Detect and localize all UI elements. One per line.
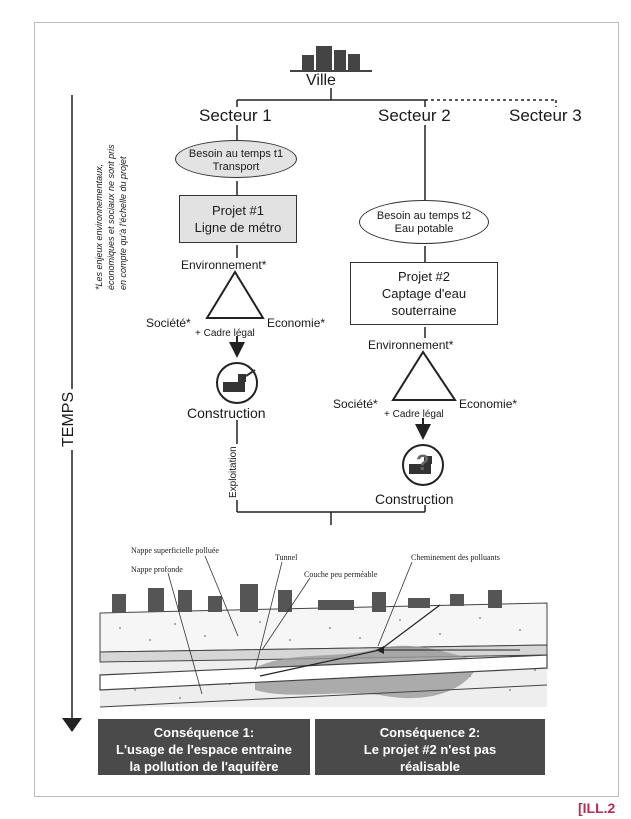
- label-pollutant-path: Cheminement des polluants: [411, 553, 500, 562]
- excavator-icon-2: ?: [402, 444, 444, 486]
- s1-triangle: [205, 270, 265, 319]
- s1-legal-label: + Cadre légal: [195, 328, 255, 339]
- label-low-permeability: Couche peu perméable: [304, 570, 378, 579]
- s2-triangle: [391, 350, 457, 401]
- s2-soc-label: Société*: [333, 397, 378, 411]
- time-label: TEMPS: [60, 388, 78, 450]
- geology-section: [99, 555, 548, 708]
- sector-1-label: Secteur 1: [199, 106, 272, 125]
- s1-env-label: Environnement*: [181, 258, 267, 272]
- consequence-1-box: Conséquence 1: L'usage de l'espace entra…: [98, 719, 310, 775]
- time-axis-arrowhead: [62, 718, 82, 732]
- s1-eco-label: Economie*: [267, 316, 326, 330]
- city-icon: [290, 46, 372, 72]
- s2-legal-label: + Cadre légal: [384, 409, 444, 420]
- label-deep-aquifer: Nappe profonde: [131, 565, 183, 574]
- s2-env-label: Environnement*: [368, 338, 454, 352]
- s1-soc-label: Société*: [146, 316, 191, 330]
- sector-3-label: Secteur 3: [509, 106, 582, 125]
- svg-text:?: ?: [416, 450, 429, 475]
- label-tunnel: Tunnel: [275, 553, 298, 562]
- s2-construction-label: Construction: [375, 491, 454, 507]
- figure-ref: [ILL.2: [578, 800, 616, 816]
- excavator-icon-1: [216, 362, 258, 404]
- s2-eco-label: Economie*: [459, 397, 518, 411]
- city-label: Ville: [306, 72, 336, 89]
- s1-exploitation-label: Exploitation: [228, 444, 239, 500]
- side-note: *Les enjeux environnementaux, économique…: [94, 144, 128, 290]
- s1-construction-label: Construction: [187, 405, 266, 421]
- consequence-2-box: Conséquence 2: Le projet #2 n'est pas ré…: [315, 719, 545, 775]
- label-surface-aquifer: Nappe superficielle polluée: [131, 546, 219, 555]
- sector-2-label: Secteur 2: [378, 106, 451, 125]
